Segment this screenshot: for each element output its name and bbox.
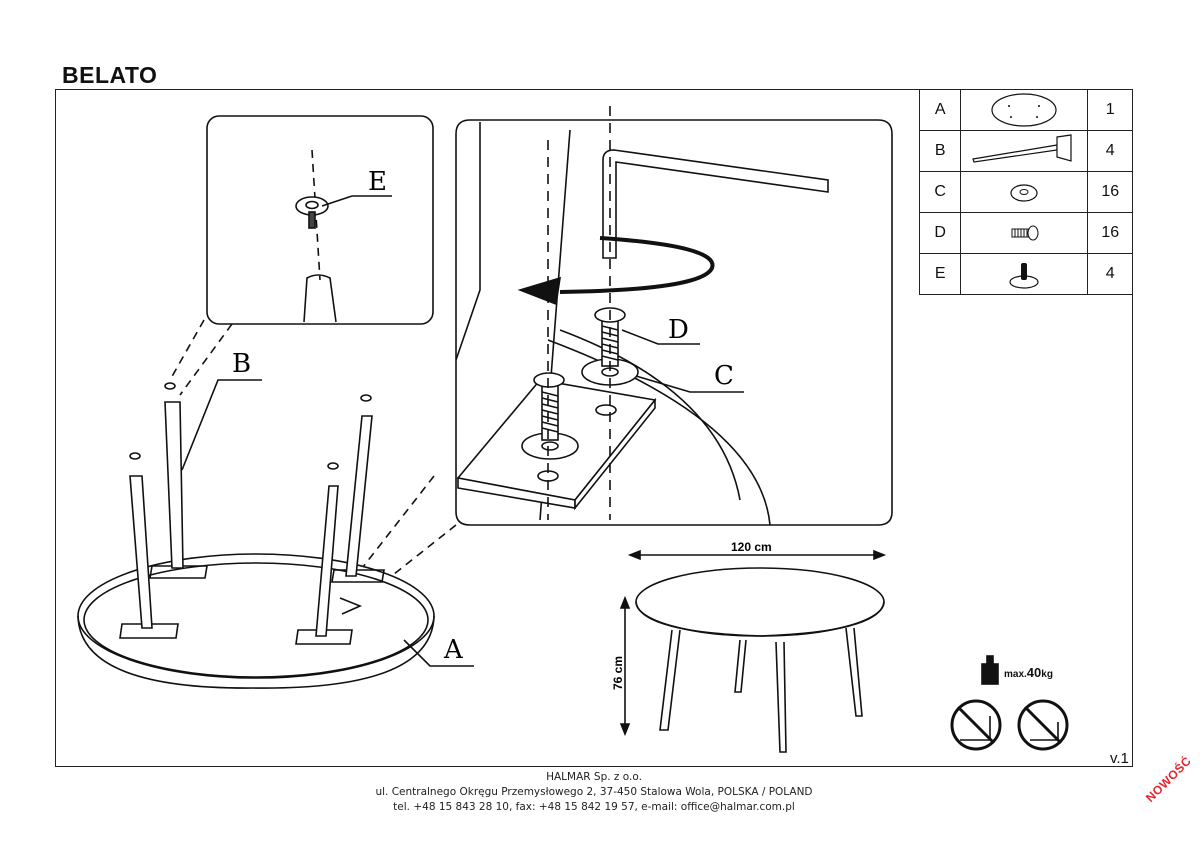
foot-glide-icon <box>960 253 1089 295</box>
max-load-label: max.40kg <box>1004 665 1053 680</box>
callout-d: D <box>668 315 689 345</box>
version-label: v.1 <box>1110 750 1129 767</box>
part-quantity: 16 <box>1087 171 1133 213</box>
part-quantity: 16 <box>1087 212 1133 254</box>
part-quantity: 4 <box>1087 130 1133 172</box>
bolt-icon <box>960 212 1089 254</box>
tabletop-icon <box>960 89 1089 131</box>
company-address: ul. Centralnego Okręgu Przemysłowego 2, … <box>375 786 813 798</box>
detail-box-e <box>206 115 434 325</box>
width-dimension: 120 cm <box>731 540 772 554</box>
max-load-unit: kg <box>1041 669 1053 680</box>
parts-row: D 16 <box>918 212 1133 254</box>
callout-a: A <box>443 635 464 665</box>
part-letter: E <box>918 253 962 295</box>
company-name: HALMAR Sp. z o.o. <box>546 771 642 783</box>
callout-c: C <box>714 361 734 391</box>
part-letter: B <box>918 130 962 172</box>
product-title: BELATO <box>62 62 158 88</box>
max-load-prefix: max. <box>1004 669 1027 680</box>
part-letter: A <box>918 89 962 131</box>
part-quantity: 4 <box>1087 253 1133 295</box>
washer-icon <box>960 171 1089 213</box>
height-dimension: 76 cm <box>611 656 625 690</box>
company-footer: HALMAR Sp. z o.o. ul. Centralnego Okręgu… <box>300 770 888 815</box>
callout-b: B <box>232 349 251 379</box>
parts-row: B 4 <box>918 130 1133 172</box>
instruction-frame <box>55 89 1133 767</box>
leg-icon <box>960 130 1089 172</box>
parts-list: A 1 B 4 C 16 D 16 E 4 <box>918 89 1133 295</box>
parts-row: E 4 <box>918 253 1133 295</box>
max-load-value: 40 <box>1026 665 1042 680</box>
parts-row: A 1 <box>918 89 1133 131</box>
parts-row: C 16 <box>918 171 1133 213</box>
part-quantity: 1 <box>1087 89 1133 131</box>
part-letter: C <box>918 171 962 213</box>
callout-e: E <box>368 167 387 197</box>
company-contact: tel. +48 15 843 28 10, fax: +48 15 842 1… <box>393 801 795 813</box>
part-letter: D <box>918 212 962 254</box>
